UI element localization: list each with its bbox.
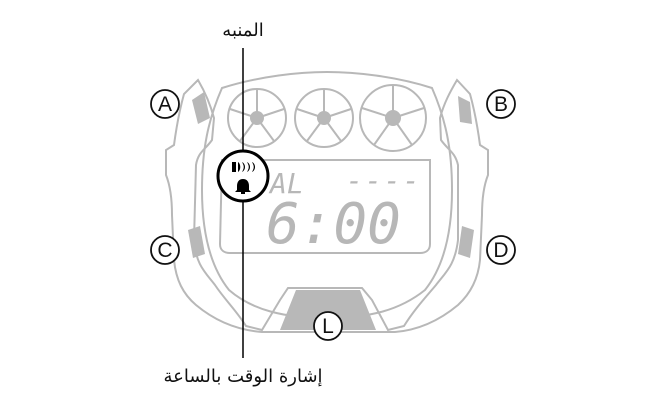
lcd-mode-text: AL	[268, 167, 304, 200]
lcd-dashes: ----	[346, 164, 421, 197]
button-c-pusher	[188, 226, 205, 258]
button-a-label: A	[150, 89, 180, 119]
button-a-pusher	[192, 92, 210, 124]
button-a-letter: A	[158, 93, 172, 116]
subdial-left	[227, 88, 287, 148]
watch-case-outline	[165, 78, 489, 333]
button-b-label: B	[486, 89, 516, 119]
lcd-time: 6:00	[266, 192, 401, 257]
alarm-label: المنبه	[222, 20, 263, 41]
time-signal-indicator-icon	[232, 162, 255, 172]
time-signal-label: إشارة الوقت بالساعة	[163, 366, 322, 387]
button-d-label: D	[486, 235, 516, 265]
button-l-letter: L	[322, 315, 334, 338]
button-b-letter: B	[494, 93, 508, 116]
button-l-pusher	[280, 290, 376, 330]
button-b-pusher	[458, 96, 472, 124]
button-l-label: L	[313, 311, 343, 341]
button-d-letter: D	[493, 239, 508, 262]
subdial-center	[294, 88, 354, 148]
button-d-pusher	[458, 226, 474, 258]
alarm-bell-icon	[235, 179, 251, 194]
button-c-letter: C	[157, 239, 172, 262]
inner-case-ring	[200, 70, 454, 320]
button-c-label: C	[150, 235, 180, 265]
subdial-right	[359, 84, 427, 152]
lcd-frame	[218, 159, 431, 254]
